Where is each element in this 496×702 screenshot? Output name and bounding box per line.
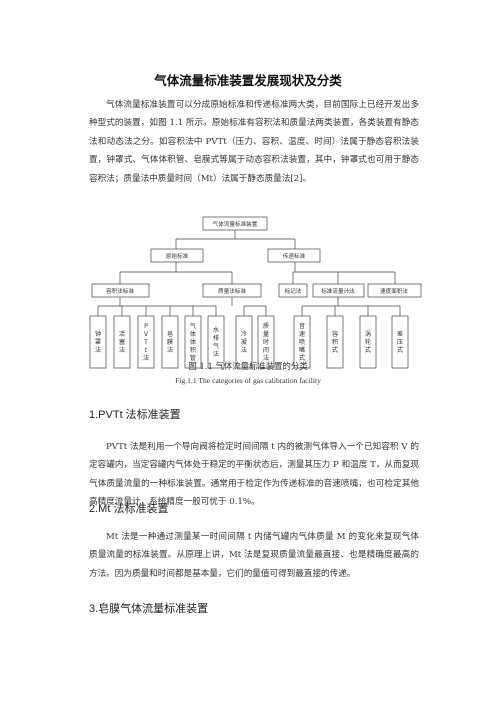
- leaf-node-1: 活塞法: [119, 330, 125, 354]
- leaf-node-9: 容积式: [332, 330, 338, 354]
- leaf-node-6: 冷凝法: [241, 330, 247, 354]
- section-heading-mt: 2.Mt 法标准装置: [89, 503, 169, 515]
- leaf-node-3: 皂膜法: [167, 330, 173, 354]
- figure-caption-cn: 图 1.1 气体流量标准装置的分类: [188, 361, 308, 371]
- node-standard-meter: 标准流量计法: [321, 287, 355, 295]
- section-text-mt: Mt 法是一种通过测量某一时间间隔 t 内储气罐内气体质量 M 的变化来复现气体…: [89, 532, 419, 579]
- leaf-node-4: 气体体积管: [190, 322, 197, 362]
- node-primary-standard: 原始标准: [166, 252, 189, 260]
- leaf-node-0: 钟罩法: [95, 330, 101, 354]
- node-mass: 质量法标准: [218, 287, 246, 295]
- document-title: 气体流量标准装置发展现状及分类: [154, 73, 342, 88]
- node-marker: 标记法: [285, 287, 302, 295]
- leaf-node-7: 质量时间法: [263, 322, 269, 362]
- leaf-node-11: 差压式: [397, 330, 403, 354]
- section-text-pvtt: PVTt 法是利用一个导向阀将检定时间间隔 t 内的被测气体导入一个已知容积 V…: [89, 442, 419, 508]
- section-heading-pvtt: 1.PVTt 法标准装置: [89, 409, 181, 421]
- figure-caption-en: Fig.1.1 The categories of gas calibratio…: [175, 376, 321, 385]
- node-velocity-area: 速度面积法: [380, 287, 408, 295]
- intro-paragraph: 气体流量标准装置可以分成原始标准和传递标准两大类，目前国际上已经开发出多种型式的…: [89, 100, 419, 184]
- section-heading-soap-film: 3.皂膜气体流量标准装置: [89, 603, 209, 615]
- leaf-node-5: 水排气法: [213, 326, 220, 358]
- leaf-node-10: 涡轮式: [365, 330, 371, 354]
- leaf-node-8: 音速喷嘴式: [299, 322, 305, 362]
- node-root: 气体流量标准装置: [213, 220, 258, 228]
- node-transfer-standard: 传递标准: [283, 252, 306, 260]
- node-volumetric: 容积法标准: [106, 287, 134, 295]
